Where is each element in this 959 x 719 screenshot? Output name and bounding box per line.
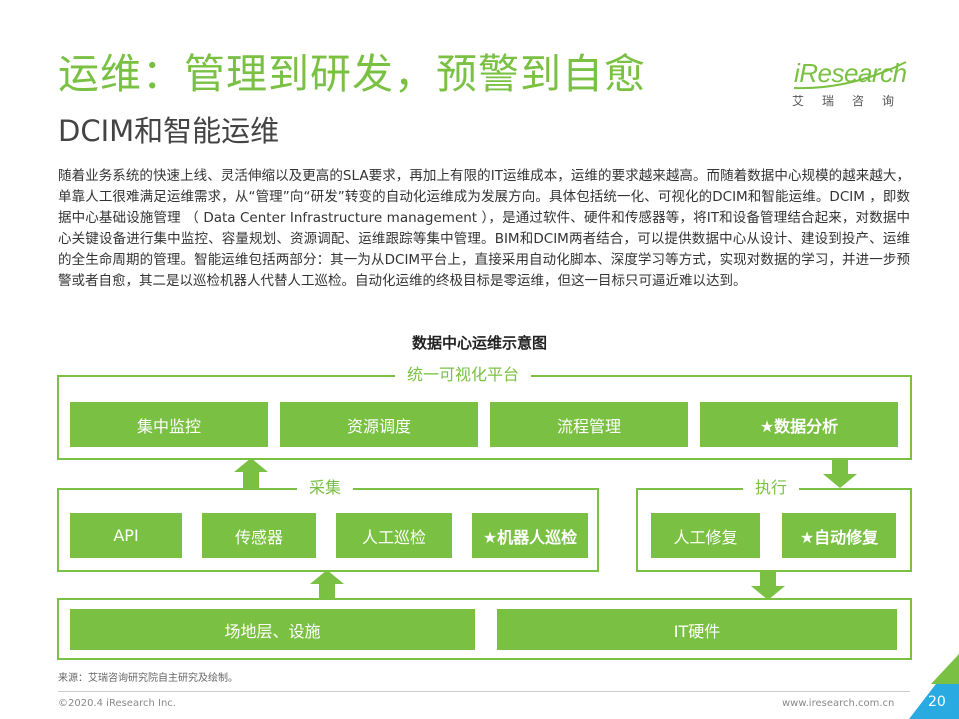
collect-item-robot-inspection: ★机器人巡检 bbox=[472, 513, 588, 558]
arrow-down-icon bbox=[823, 458, 857, 488]
collect-group-label: 采集 bbox=[297, 478, 354, 498]
platform-item-data-analysis: ★数据分析 bbox=[700, 402, 898, 447]
copyright-text: ©2020.4 iResearch Inc. bbox=[58, 698, 176, 709]
logo-chinese-text: 艾瑞咨询 bbox=[792, 94, 913, 108]
body-paragraph: 随着业务系统的快速上线、灵活伸缩以及更高的SLA要求，再加上有限的IT运维成本，… bbox=[58, 168, 910, 289]
execute-item-auto-repair: ★自动修复 bbox=[782, 513, 896, 558]
arrow-down-icon bbox=[751, 570, 785, 600]
footer-divider bbox=[58, 691, 910, 692]
corner-triangle-icon bbox=[909, 654, 959, 719]
diagram-title: 数据中心运维示意图 bbox=[411, 334, 547, 352]
website-link[interactable]: www.iresearch.com.cn bbox=[782, 698, 895, 709]
platform-group: 统一可视化平台 集中监控 资源调度 流程管理 ★数据分析 bbox=[57, 365, 912, 460]
infrastructure-group: 场地层、设施 IT硬件 bbox=[57, 598, 912, 660]
execute-item-manual-repair: 人工修复 bbox=[651, 513, 760, 558]
platform-item-process-management: 流程管理 bbox=[490, 402, 688, 447]
page-title: 运维：管理到研发，预警到自愈 bbox=[58, 50, 646, 98]
execute-group: 执行 人工修复 ★自动修复 bbox=[636, 478, 912, 572]
platform-group-label: 统一可视化平台 bbox=[395, 365, 532, 385]
infra-item-site-facilities: 场地层、设施 bbox=[70, 609, 475, 650]
collect-group: 采集 API 传感器 人工巡检 ★机器人巡检 bbox=[57, 478, 599, 572]
page-number: 20 bbox=[928, 694, 946, 710]
page-subtitle: DCIM和智能运维 bbox=[58, 114, 280, 148]
arrow-up-icon bbox=[310, 570, 344, 600]
arrow-up-icon bbox=[234, 458, 268, 488]
execute-group-label: 执行 bbox=[743, 478, 800, 498]
logo-swoosh-icon bbox=[793, 61, 907, 90]
collect-item-manual-inspection: 人工巡检 bbox=[336, 513, 452, 558]
collect-item-api: API bbox=[70, 513, 182, 558]
platform-item-resource-scheduling: 资源调度 bbox=[280, 402, 478, 447]
iresearch-logo: iResearch 艾瑞咨询 bbox=[778, 58, 908, 118]
collect-item-sensor: 传感器 bbox=[202, 513, 316, 558]
infra-item-it-hardware: IT硬件 bbox=[497, 609, 897, 650]
platform-item-centralized-monitoring: 集中监控 bbox=[70, 402, 268, 447]
source-note: 来源：艾瑞咨询研究院自主研究及绘制。 bbox=[58, 673, 238, 684]
